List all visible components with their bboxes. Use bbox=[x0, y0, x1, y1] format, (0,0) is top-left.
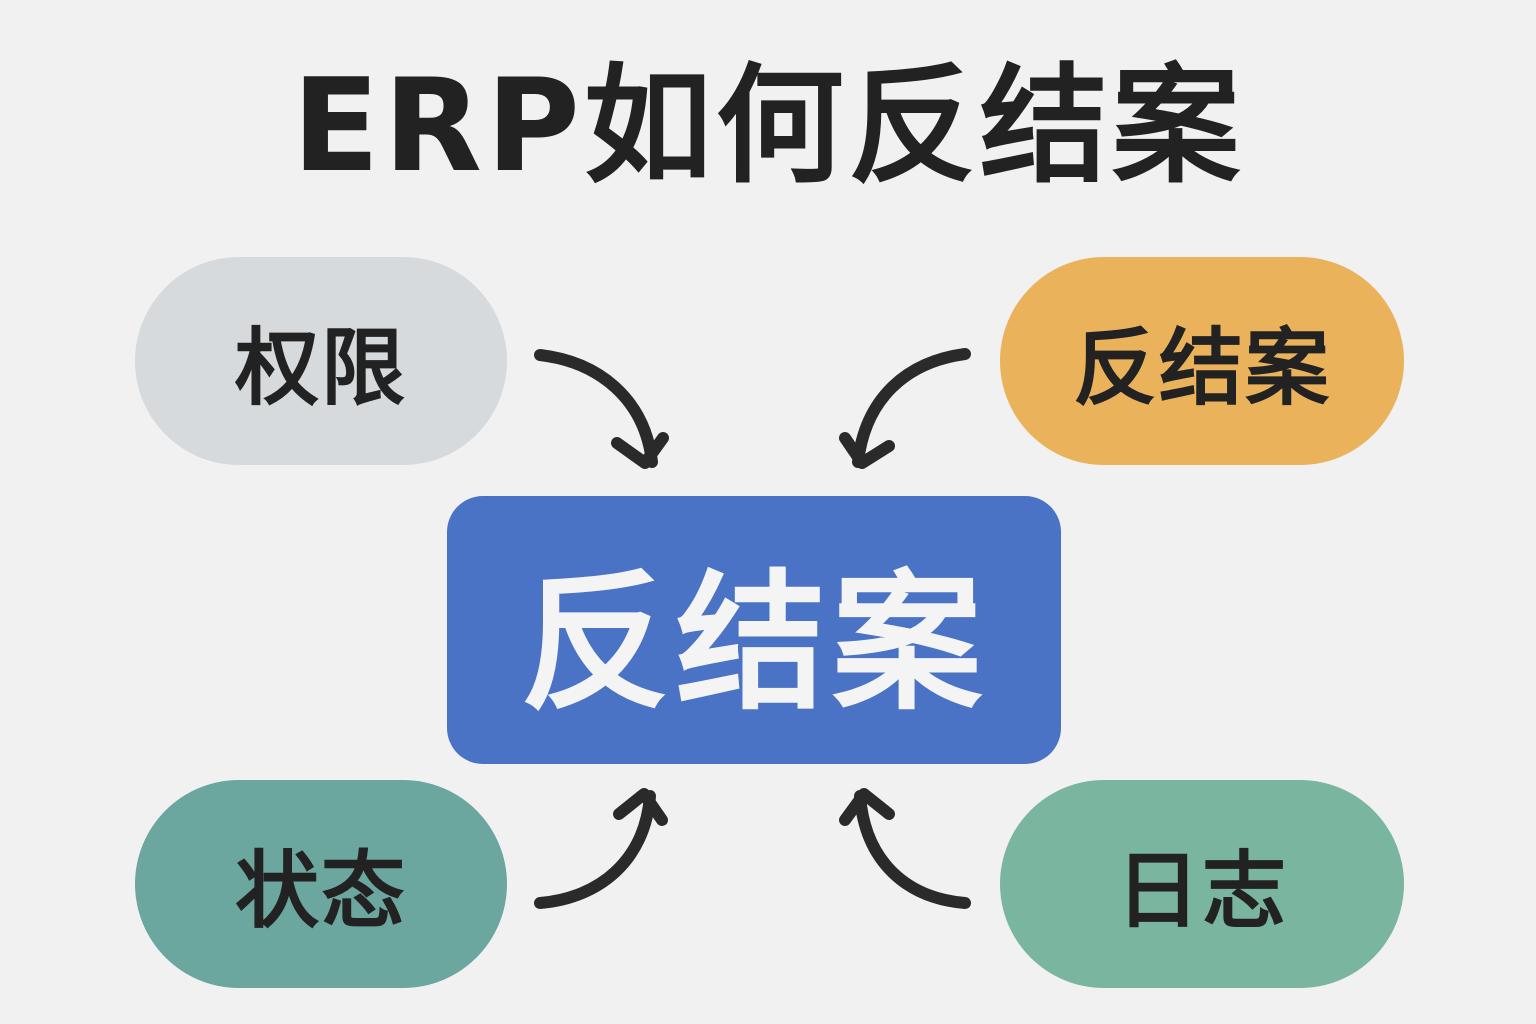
arrowhead-icon bbox=[839, 788, 895, 826]
arrow-log-to-center bbox=[839, 788, 971, 909]
curved-arrow-icon bbox=[852, 348, 971, 468]
node-label: 日志 bbox=[1115, 841, 1288, 940]
arrowhead-icon bbox=[839, 432, 895, 469]
node-log: 日志 bbox=[1000, 780, 1404, 988]
center-node-label: 反结案 bbox=[519, 556, 988, 731]
arrow-status-to-center bbox=[534, 788, 668, 909]
arrowhead-icon bbox=[613, 788, 668, 826]
curved-arrow-icon bbox=[534, 349, 658, 468]
center-node: 反结案 bbox=[447, 496, 1061, 764]
node-permission: 权限 bbox=[135, 257, 507, 465]
node-label: 反结案 bbox=[1072, 318, 1331, 417]
node-label: 状态 bbox=[234, 841, 407, 940]
curved-arrow-icon bbox=[854, 790, 971, 909]
curved-arrow-icon bbox=[534, 790, 656, 909]
arrow-unclose-to-center bbox=[839, 348, 971, 469]
node-unclose: 反结案 bbox=[1000, 257, 1404, 465]
arrow-permission-to-center bbox=[534, 349, 669, 469]
arrowhead-icon bbox=[611, 432, 669, 469]
diagram-title: ERP如何反结案 bbox=[292, 52, 1244, 201]
node-label: 权限 bbox=[234, 318, 407, 417]
node-status: 状态 bbox=[135, 780, 507, 988]
